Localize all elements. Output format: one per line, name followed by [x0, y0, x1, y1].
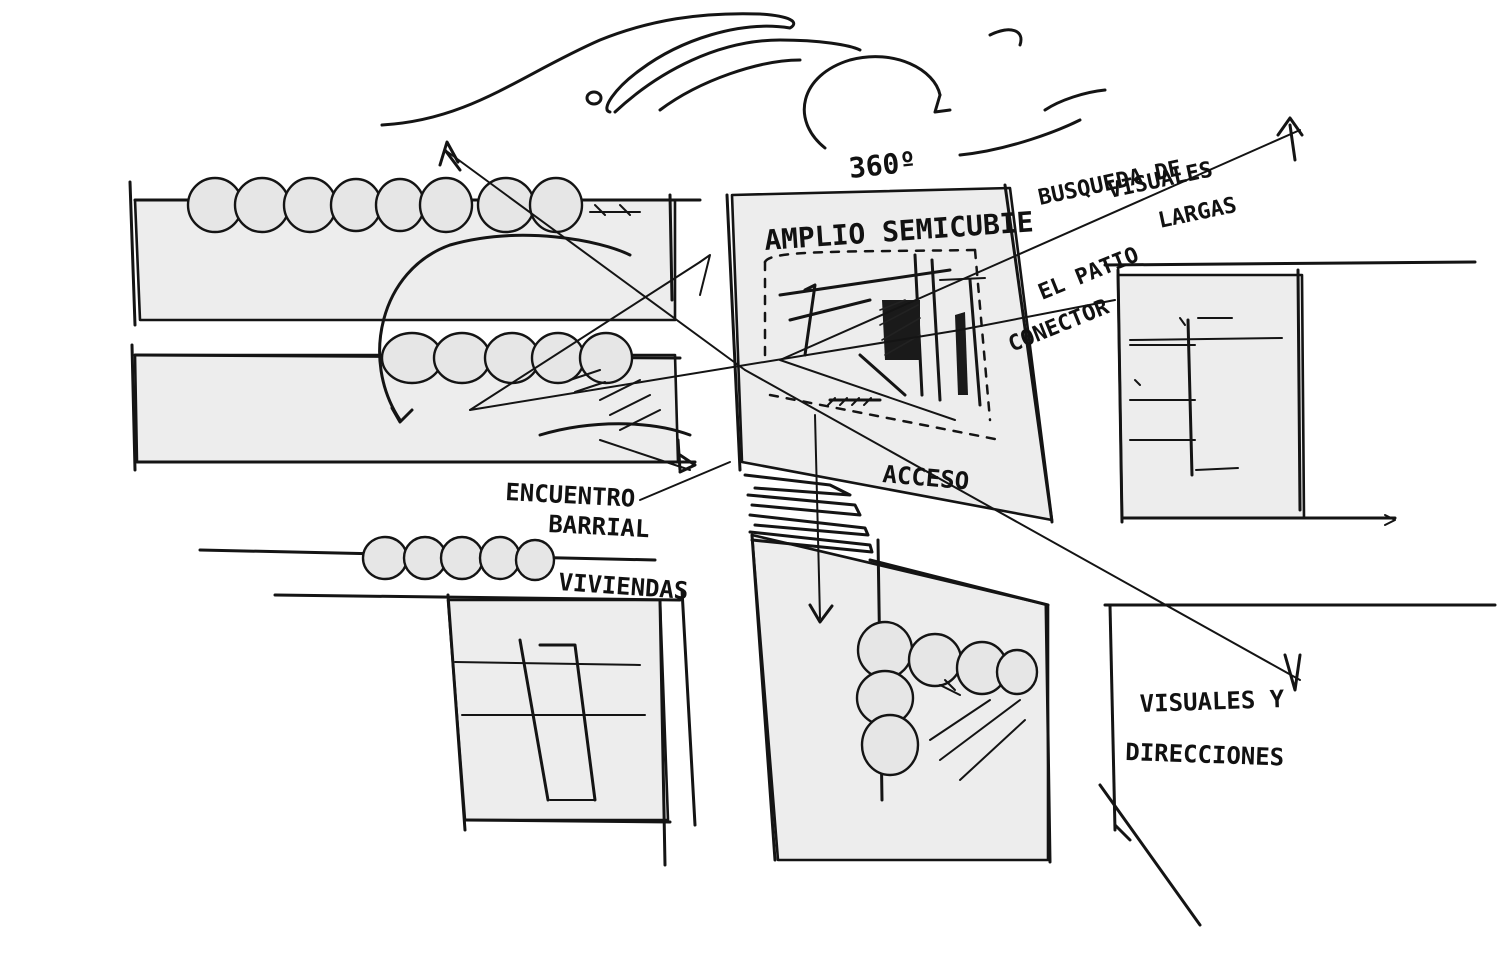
label-360-degrees: 360º [847, 145, 918, 185]
steps-hatch [743, 473, 874, 554]
tree-row-viviendas [361, 535, 556, 582]
block-viviendas [446, 598, 670, 822]
wave-lines [380, 12, 1107, 157]
label-encuentro: ENCUENTRO [505, 478, 636, 513]
rotation-arcs [378, 233, 692, 437]
label-barrial: BARRIAL [548, 510, 650, 543]
block-right [1116, 273, 1306, 520]
tree-row-middle [380, 331, 634, 385]
circle-mark-icon [585, 90, 603, 106]
tree-row-top [186, 176, 584, 234]
sight-lines [438, 116, 1304, 692]
tree-cluster-bottom [855, 620, 1039, 777]
patio-interior [763, 248, 1002, 442]
label-visuales-y: VISUALES Y [1139, 685, 1285, 718]
label-direcciones: DIRECCIONES [1125, 738, 1285, 772]
label-largas: LARGAS [1156, 193, 1239, 234]
